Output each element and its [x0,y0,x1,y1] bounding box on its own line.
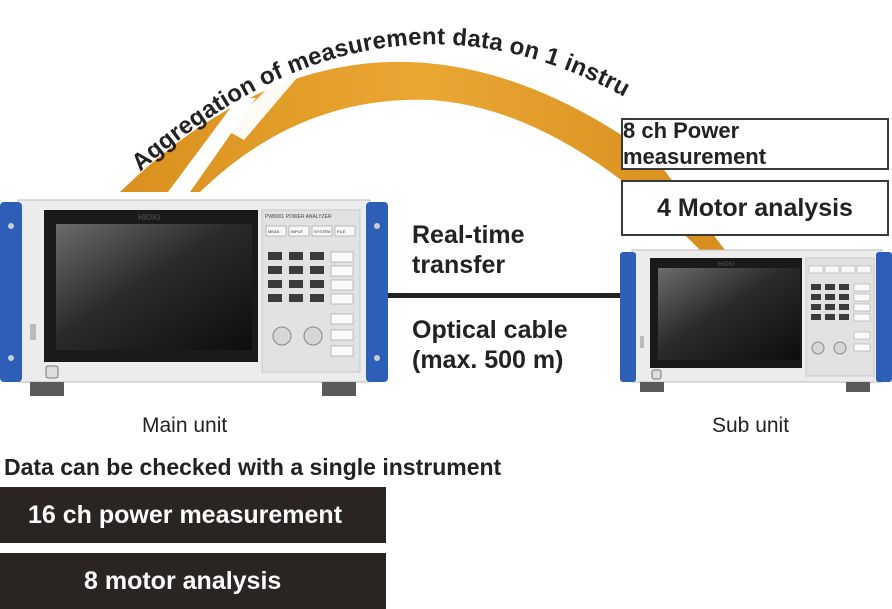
main-knob-left [272,326,292,346]
main-key-input: INPUT [291,229,304,234]
realtime-transfer-label: Real-time transfer [412,220,525,280]
main-right-handle [366,202,388,382]
optical-cable-label: Optical cable (max. 500 m) [412,315,568,375]
optical-cable-line [386,293,624,298]
sub-right-handle [876,252,892,382]
sub-left-handle [620,252,636,382]
main-key-system: SYSTEM [314,229,330,234]
main-model: PW8001 POWER ANALYZER [265,214,332,220]
summary-heading: Data can be checked with a single instru… [4,454,502,480]
sub-unit-instrument: HIOKI [620,249,892,392]
arc-chevron-2 [226,66,302,140]
main-keypad [268,252,324,302]
main-screen [56,224,252,350]
summary-box-power: 16 ch power measurement [0,487,386,543]
main-key-file: FILE [337,229,346,234]
summary-box-motor: 8 motor analysis [0,553,386,609]
arc-chevron-1 [168,98,256,192]
sub-box-power-label: 8 ch Power measurement [623,118,767,169]
sub-box-power: 8 ch Power measurement [621,118,889,170]
arc-band [120,61,725,250]
main-top-keys [265,225,356,237]
summary-box-power-label: 16 ch power measurement [28,500,343,529]
sub-box-motor-label: 4 Motor analysis [657,193,853,222]
sub-brand: HIOKI [718,262,735,268]
sub-screen [658,268,800,360]
realtime-line1: Real-time [412,221,525,249]
realtime-line2: transfer [412,251,506,279]
sub-unit-label: Sub unit [712,414,790,437]
sub-box-motor: 4 Motor analysis [621,180,889,236]
main-brand: HIOKI [138,213,160,222]
optical-line1: Optical cable [412,316,568,344]
main-unit-instrument: HIOKI PW8001 POWER ANALYZER MEAS INPUT SYS… [0,199,388,396]
summary-box-motor-label: 8 motor analysis [84,566,282,595]
main-knob-right [303,326,323,346]
sub-knob-left [811,341,825,355]
optical-line2: (max. 500 m) [412,346,564,374]
main-left-handle [0,202,22,382]
main-unit-label: Main unit [142,414,228,437]
sub-knob-right [833,341,847,355]
main-key-meas: MEAS [268,229,280,234]
